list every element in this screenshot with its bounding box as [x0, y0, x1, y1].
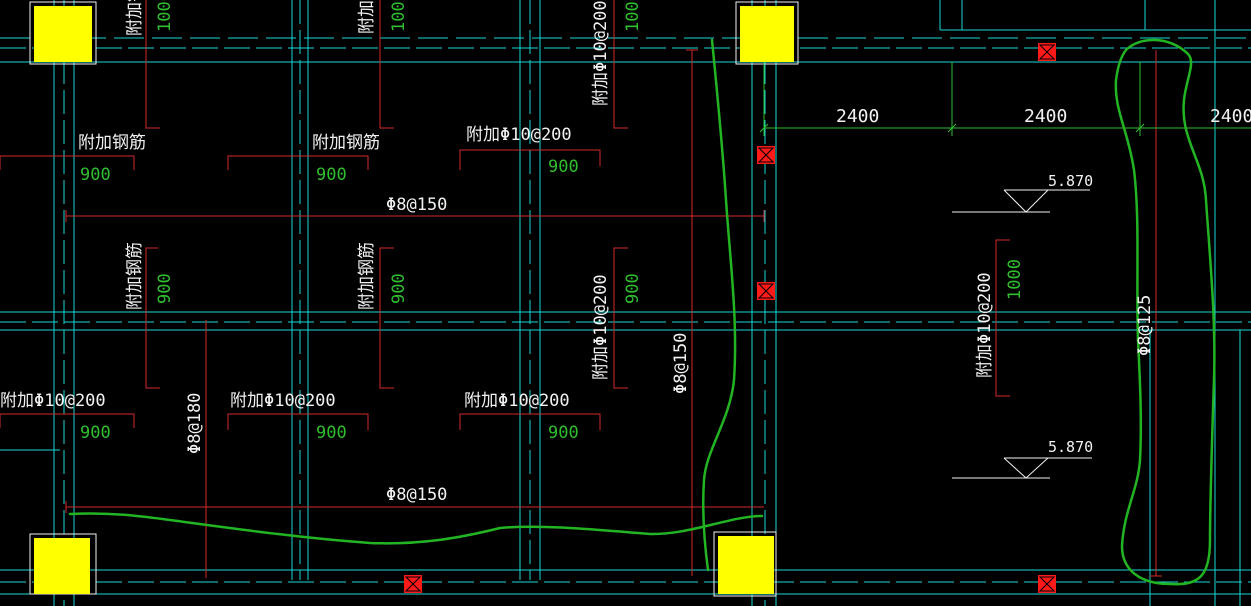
- label-elev-upper: 5.870: [1048, 172, 1093, 190]
- vlabel-len-900-mid-1: 900: [155, 273, 175, 304]
- revision-cloud-bottom: [68, 512, 764, 545]
- vlabel-add-phi10-mid: 附加Φ10@200: [591, 274, 611, 380]
- label-phi8-150-lower: Φ8@150: [386, 485, 447, 505]
- marker-top-right: [1038, 43, 1056, 61]
- vlabel-len-1000-top-3: 1000: [623, 0, 643, 32]
- label-elev-lower: 5.870: [1048, 438, 1093, 456]
- rebar-lines: [0, 0, 1162, 578]
- vlabel-add-rebar-top-2: 附加钢筋: [357, 0, 377, 34]
- vlabel-add-rebar-top-1: 附加钢筋: [125, 0, 145, 36]
- vlabel-phi8-125: Φ8@125: [1135, 295, 1155, 356]
- revision-clouds: [68, 38, 1216, 586]
- label-dim-2400-3: 2400: [1210, 106, 1251, 127]
- horizontal-labels: 附加钢筋 900 附加钢筋 900 附加Φ10@200 900 Φ8@150 附…: [0, 106, 1251, 505]
- vlabel-len-1000-top-2: 1000: [389, 0, 409, 32]
- label-len-900-4: 900: [80, 423, 111, 443]
- vlabel-phi8-150: Φ8@150: [671, 333, 691, 394]
- elevation-symbols: [952, 189, 1092, 479]
- column-bottom-middle: [718, 536, 774, 594]
- label-len-900-3: 900: [548, 157, 579, 177]
- vlabel-len-1000-right: 1000: [1005, 259, 1025, 300]
- revision-cloud-right: [1114, 38, 1216, 586]
- label-dim-2400-2: 2400: [1024, 106, 1067, 127]
- column-top-middle: [740, 6, 794, 62]
- vlabel-len-900-mid-3: 900: [623, 273, 643, 304]
- dimension-line: [759, 62, 1251, 136]
- vlabel-len-1000-top-1: 1000: [155, 0, 175, 32]
- label-add-phi10-1: 附加Φ10@200: [466, 125, 572, 145]
- marker-bottom-right: [1038, 575, 1056, 593]
- label-add-phi10-4: 附加Φ10@200: [464, 391, 570, 411]
- vertical-labels: 附加钢筋 1000 附加钢筋 1000 附加Φ10@200 1000 附加钢筋 …: [125, 0, 1155, 454]
- label-len-900-5: 900: [316, 423, 347, 443]
- label-len-900-1: 900: [80, 165, 111, 185]
- marker-middle-1: [757, 146, 775, 164]
- label-dim-2400-1: 2400: [836, 106, 879, 127]
- columns: [29, 1, 799, 597]
- label-add-phi10-2: 附加Φ10@200: [0, 391, 106, 411]
- label-add-rebar-1: 附加钢筋: [78, 133, 146, 153]
- vlabel-len-900-mid-2: 900: [389, 273, 409, 304]
- vlabel-add-rebar-mid-2: 附加钢筋: [357, 242, 377, 310]
- label-add-phi10-3: 附加Φ10@200: [230, 391, 336, 411]
- vlabel-phi8-180: Φ8@180: [185, 393, 205, 454]
- vlabel-add-rebar-mid-1: 附加钢筋: [125, 242, 145, 310]
- marker-middle-2: [757, 282, 775, 300]
- label-len-900-6: 900: [548, 423, 579, 443]
- column-bottom-left: [34, 538, 90, 594]
- label-phi8-150-upper: Φ8@150: [386, 195, 447, 215]
- section-markers: [404, 43, 1056, 593]
- revision-cloud-vertical: [701, 38, 737, 572]
- marker-bottom-left: [404, 575, 422, 593]
- vlabel-add-phi10-top: 附加Φ10@200: [591, 0, 611, 106]
- label-add-rebar-2: 附加钢筋: [312, 133, 380, 153]
- column-top-left: [34, 6, 92, 62]
- vlabel-add-phi10-right: 附加Φ10@200: [975, 272, 995, 378]
- label-len-900-2: 900: [316, 165, 347, 185]
